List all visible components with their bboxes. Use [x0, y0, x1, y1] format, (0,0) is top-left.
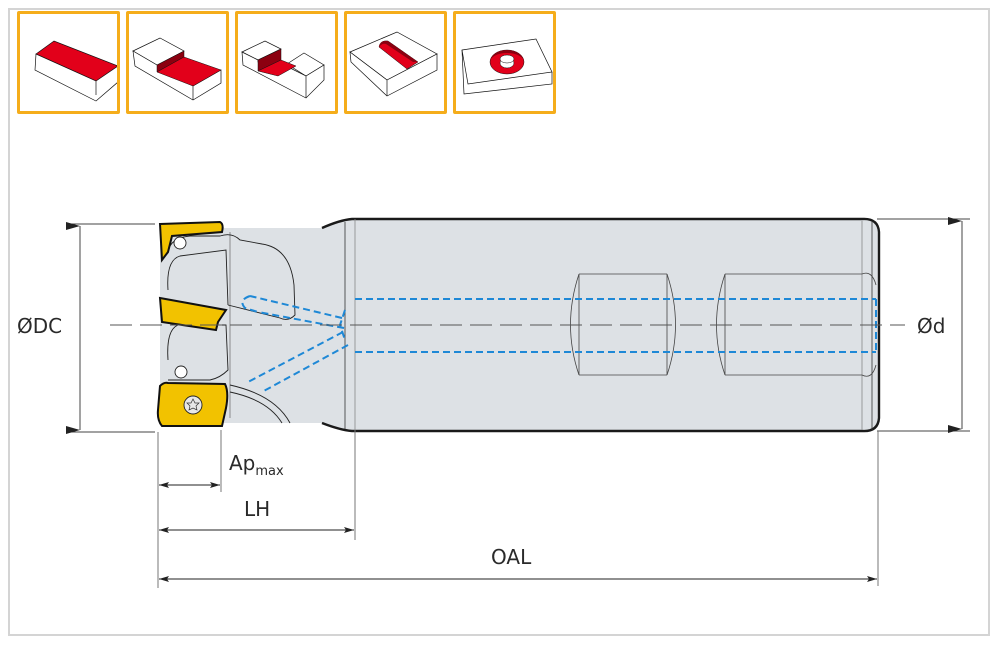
face-milling-icon	[34, 40, 117, 102]
slot-milling-icon	[241, 40, 325, 99]
operation-face-milling[interactable]	[17, 11, 120, 114]
label-ap-sub: max	[255, 464, 284, 479]
torx-screw-icon	[183, 395, 203, 415]
dimension-arrows	[159, 482, 877, 582]
insert-bottom	[156, 381, 229, 427]
helical-interpolation-icon	[461, 38, 553, 95]
dimension-shank-diameter	[877, 217, 970, 433]
operation-slot-milling[interactable]	[235, 11, 338, 114]
operation-icons	[17, 11, 556, 114]
extension-lines	[157, 430, 879, 588]
cutter-head-details	[167, 234, 296, 424]
shoulder-milling-icon	[132, 37, 222, 101]
label-overall-length: OAL	[491, 545, 532, 569]
label-head-length: LH	[244, 497, 271, 521]
insert-top	[158, 220, 224, 263]
operation-pocket-ramping[interactable]	[344, 11, 447, 114]
label-cutting-diameter: ØDC	[17, 314, 63, 338]
label-ap-max: Apmax	[229, 451, 284, 479]
dimension-cutting-diameter	[66, 222, 155, 434]
shank-flat-2	[716, 272, 877, 377]
insert-middle	[158, 296, 228, 332]
pocket-ramping-icon	[349, 31, 438, 97]
label-ap-main: Ap	[229, 451, 256, 475]
operation-shoulder-milling[interactable]	[126, 11, 229, 114]
label-shank-diameter: Ød	[917, 314, 946, 338]
operation-helical-interpolation[interactable]	[453, 11, 556, 114]
